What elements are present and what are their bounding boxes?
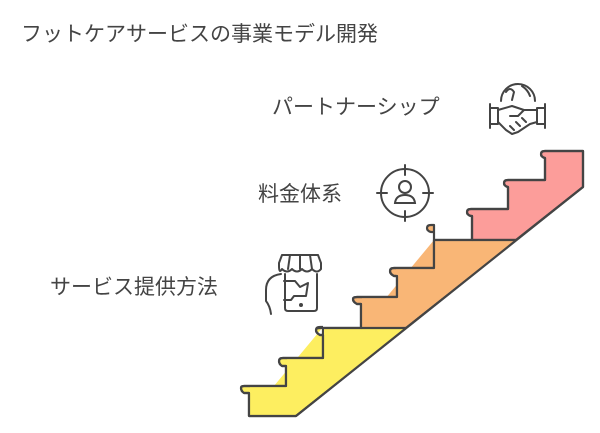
mobile-store-icon xyxy=(265,254,322,315)
step-label-service-delivery: サービス提供方法 xyxy=(50,275,218,299)
stair-segment-partnership xyxy=(465,149,585,242)
diagram-title: フットケアサービスの事業モデル開発 xyxy=(21,22,378,46)
target-user-icon xyxy=(376,164,434,222)
step-label-pricing: 料金体系 xyxy=(258,182,342,206)
handshake-globe-icon xyxy=(489,83,546,135)
step-label-partnership: パートナーシップ xyxy=(272,95,440,119)
